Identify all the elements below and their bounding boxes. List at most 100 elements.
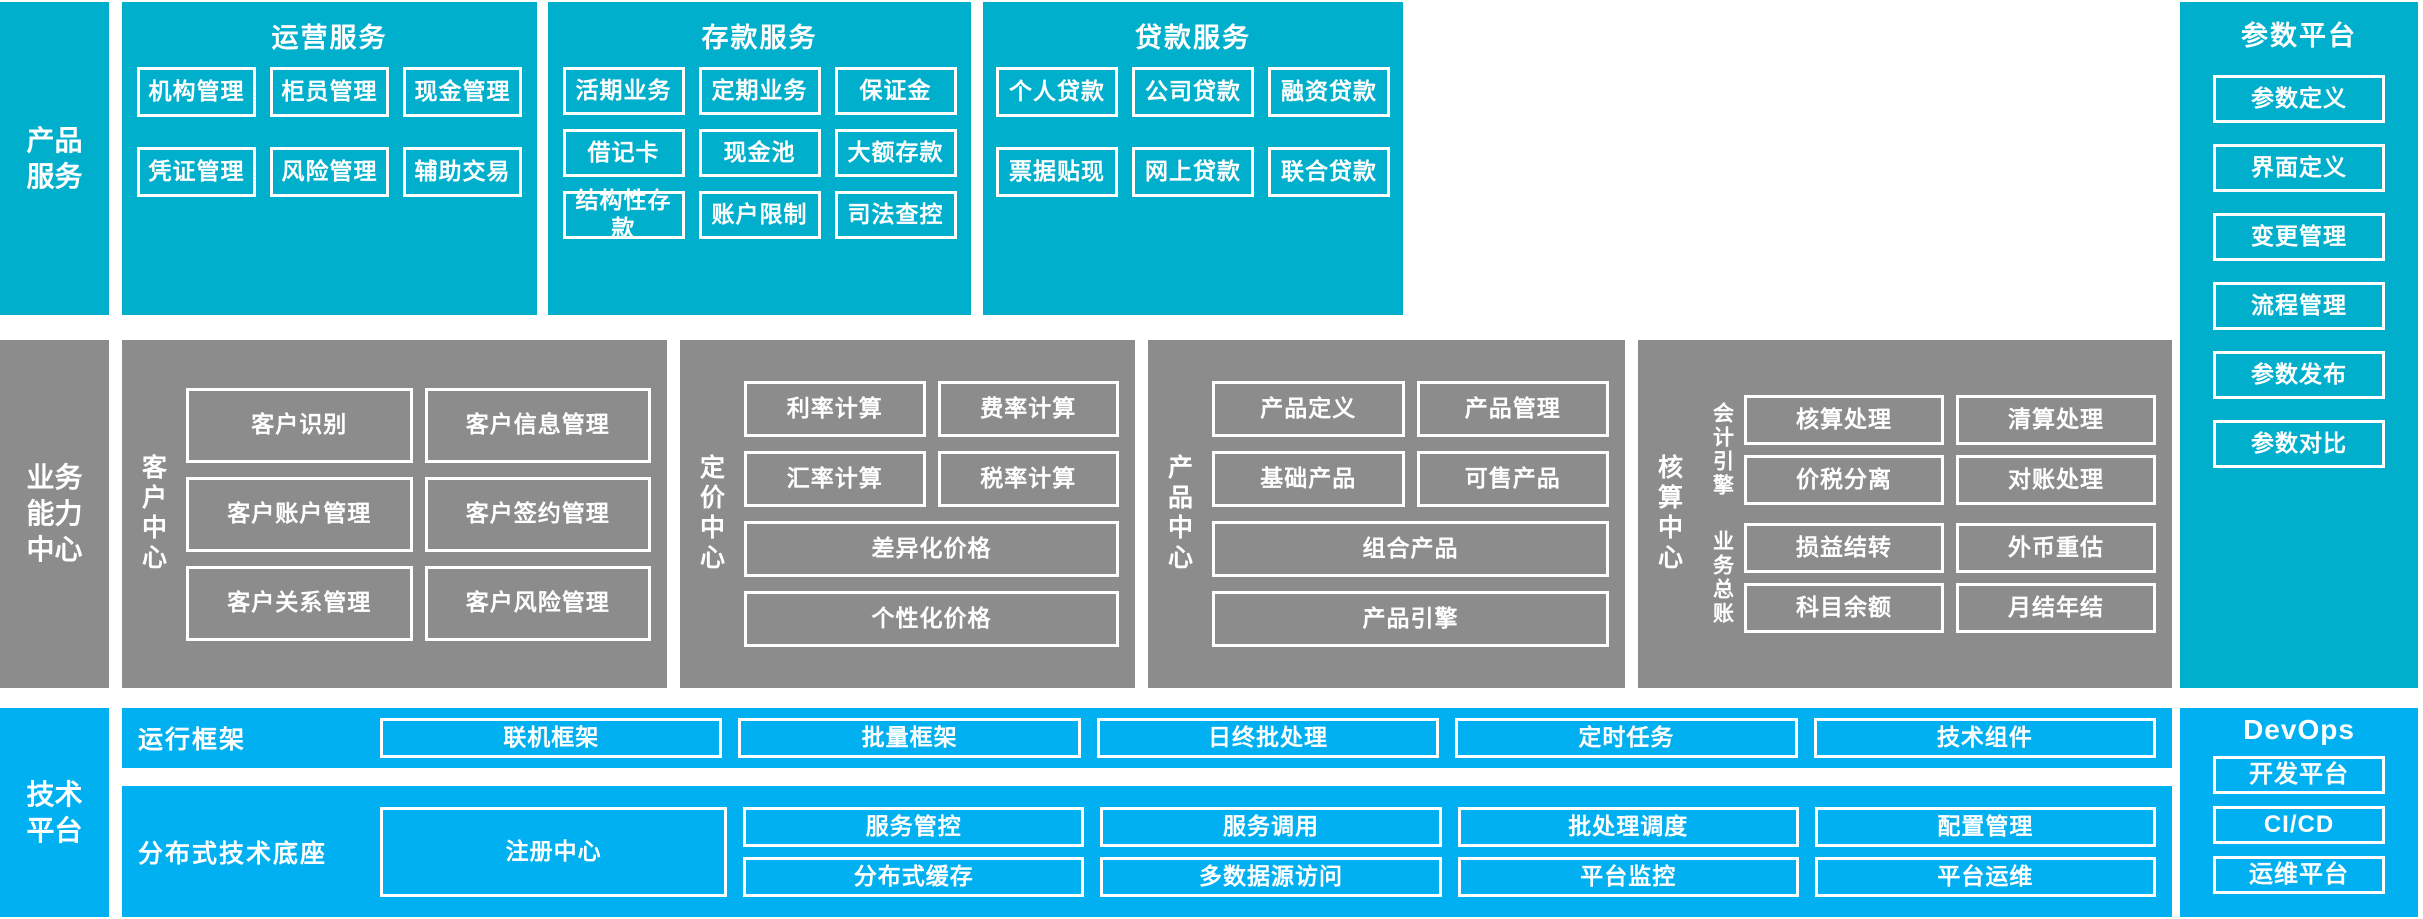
tile-column-0: 服务管控 分布式缓存 (743, 806, 1085, 897)
tile-accounting-engine-0[interactable]: 核算处理 (1744, 395, 1944, 445)
tile-operation-2[interactable]: 现金管理 (403, 67, 522, 117)
tile-grid-general-ledger: 损益结转 外币重估 科目余额 月结年结 (1744, 523, 2156, 633)
tile-base-1-1[interactable]: 多数据源访问 (1100, 856, 1442, 897)
tile-param-2[interactable]: 变更管理 (2213, 213, 2385, 261)
tile-base-1-0[interactable]: 服务调用 (1100, 806, 1442, 847)
panel-parameter-platform[interactable]: 参数平台 参数定义 界面定义 变更管理 流程管理 参数发布 参数对比 (2180, 2, 2418, 688)
tile-deposit-7[interactable]: 账户限制 (698, 191, 821, 239)
subgroup-general-ledger: 业务总账 损益结转 外币重估 科目余额 月结年结 (1700, 523, 2156, 633)
layer-label-technical-platform: 技术 平台 (0, 708, 109, 917)
tile-groups-accounting-center: 会计引擎 核算处理 清算处理 价税分离 对账处理 业务总账 损益结转 外币重估 … (1698, 340, 2172, 688)
tile-deposit-2[interactable]: 保证金 (834, 67, 957, 115)
tile-operation-4[interactable]: 风险管理 (270, 147, 389, 197)
tile-general-ledger-1[interactable]: 外币重估 (1956, 523, 2156, 573)
tile-loan-1[interactable]: 公司贷款 (1132, 67, 1254, 117)
tile-customer-1[interactable]: 客户信息管理 (424, 387, 651, 463)
tile-pricing-2[interactable]: 汇率计算 (744, 451, 926, 507)
tile-runtime-2[interactable]: 日终批处理 (1096, 718, 1440, 758)
tile-pricing-5[interactable]: 个性化价格 (744, 591, 1119, 647)
tile-runtime-1[interactable]: 批量框架 (738, 718, 1081, 758)
tile-deposit-8[interactable]: 司法查控 (834, 191, 957, 239)
tile-pricing-1[interactable]: 费率计算 (937, 381, 1119, 437)
tile-pricing-0[interactable]: 利率计算 (744, 381, 926, 437)
label-line: 能力 (26, 498, 83, 530)
strip-label-distributed-base: 分布式技术底座 (138, 839, 328, 868)
tile-loan-5[interactable]: 联合贷款 (1268, 147, 1390, 197)
tile-product-0[interactable]: 产品定义 (1212, 381, 1405, 437)
tile-customer-3[interactable]: 客户签约管理 (424, 476, 651, 552)
tile-general-ledger-0[interactable]: 损益结转 (1744, 523, 1944, 573)
business-capability-layer: 业务 能力 中心 客户中心 客户识别 客户信息管理 客户账户管理 客户签约管理 … (0, 340, 2423, 688)
tile-loan-2[interactable]: 融资贷款 (1268, 67, 1390, 117)
tile-param-5[interactable]: 参数对比 (2213, 420, 2385, 468)
tile-loan-0[interactable]: 个人贷款 (996, 67, 1118, 117)
tile-customer-2[interactable]: 客户账户管理 (186, 476, 413, 552)
tile-devops-2[interactable]: 运维平台 (2213, 856, 2385, 894)
tile-base-3-0[interactable]: 配置管理 (1814, 806, 2157, 847)
panel-accounting-center[interactable]: 核算中心 会计引擎 核算处理 清算处理 价税分离 对账处理 业务总账 损益结转 (1638, 340, 2172, 688)
tile-product-4[interactable]: 组合产品 (1212, 521, 1609, 577)
panel-devops[interactable]: DevOps 开发平台 CI/CD 运维平台 (2180, 708, 2418, 917)
panel-pricing-center[interactable]: 定价中心 利率计算 费率计算 汇率计算 税率计算 差异化价格 个性化价格 (680, 340, 1135, 688)
vertical-label-accounting-center: 核算中心 (1654, 454, 1683, 574)
panel-deposit-service[interactable]: 存款服务 活期业务 定期业务 保证金 借记卡 现金池 大额存款 结构性存款 账户… (548, 2, 971, 315)
tile-deposit-6[interactable]: 结构性存款 (562, 187, 685, 241)
strip-runtime-framework[interactable]: 运行框架 联机框架 批量框架 日终批处理 定时任务 技术组件 (122, 708, 2172, 768)
tile-deposit-5[interactable]: 大额存款 (834, 129, 957, 177)
panel-operation-service[interactable]: 运营服务 机构管理 柜员管理 现金管理 凭证管理 风险管理 辅助交易 (122, 2, 537, 315)
strip-distributed-base[interactable]: 分布式技术底座 注册中心 服务管控 分布式缓存 服务调用 多数据源访问 批处理调… (122, 786, 2172, 917)
tile-param-4[interactable]: 参数发布 (2213, 351, 2385, 399)
tile-devops-1[interactable]: CI/CD (2213, 806, 2385, 844)
tile-param-1[interactable]: 界面定义 (2213, 144, 2385, 192)
tile-registry-center[interactable]: 注册中心 (380, 806, 728, 897)
tile-runtime-3[interactable]: 定时任务 (1455, 718, 1798, 758)
tile-operation-1[interactable]: 柜员管理 (270, 67, 389, 117)
tile-product-1[interactable]: 产品管理 (1416, 381, 1609, 437)
tile-runtime-0[interactable]: 联机框架 (380, 718, 723, 758)
tile-product-5[interactable]: 产品引擎 (1212, 591, 1609, 647)
tile-customer-0[interactable]: 客户识别 (186, 387, 413, 463)
tile-deposit-3[interactable]: 借记卡 (562, 129, 685, 177)
label-line: 产品 (26, 124, 83, 156)
tile-row-distributed-base: 注册中心 服务管控 分布式缓存 服务调用 多数据源访问 批处理调度 平台监控 配… (380, 806, 2172, 897)
tile-pricing-4[interactable]: 差异化价格 (744, 521, 1119, 577)
tile-param-0[interactable]: 参数定义 (2213, 75, 2385, 123)
panel-title-loan-service: 贷款服务 (1135, 23, 1251, 53)
tile-grid-customer-center: 客户识别 客户信息管理 客户账户管理 客户签约管理 客户关系管理 客户风险管理 (182, 340, 667, 688)
tile-general-ledger-2[interactable]: 科目余额 (1744, 583, 1944, 633)
panel-product-center[interactable]: 产品中心 产品定义 产品管理 基础产品 可售产品 组合产品 产品引擎 (1148, 340, 1625, 688)
strip-label-runtime-framework: 运行框架 (138, 726, 247, 754)
tile-accounting-engine-1[interactable]: 清算处理 (1956, 395, 2156, 445)
tile-operation-0[interactable]: 机构管理 (137, 67, 256, 117)
tile-operation-3[interactable]: 凭证管理 (137, 147, 256, 197)
tile-pricing-3[interactable]: 税率计算 (937, 451, 1119, 507)
tile-devops-0[interactable]: 开发平台 (2213, 756, 2385, 794)
tile-product-2[interactable]: 基础产品 (1212, 451, 1405, 507)
tile-param-3[interactable]: 流程管理 (2213, 282, 2385, 330)
tile-customer-4[interactable]: 客户关系管理 (186, 565, 413, 641)
tile-runtime-4[interactable]: 技术组件 (1813, 718, 2157, 758)
tile-customer-5[interactable]: 客户风险管理 (424, 565, 651, 641)
label-line: 服务 (26, 160, 83, 192)
tile-deposit-4[interactable]: 现金池 (698, 129, 821, 177)
tile-operation-5[interactable]: 辅助交易 (403, 147, 522, 197)
tile-accounting-engine-2[interactable]: 价税分离 (1744, 455, 1944, 505)
tile-loan-4[interactable]: 网上贷款 (1132, 147, 1254, 197)
tile-product-3[interactable]: 可售产品 (1416, 451, 1609, 507)
tile-accounting-engine-3[interactable]: 对账处理 (1956, 455, 2156, 505)
tile-base-3-1[interactable]: 平台运维 (1814, 856, 2157, 897)
tile-loan-3[interactable]: 票据贴现 (996, 147, 1118, 197)
tile-deposit-1[interactable]: 定期业务 (698, 67, 821, 115)
layer-label-technical-platform-text: 技术 平台 (26, 777, 82, 849)
tile-base-0-1[interactable]: 分布式缓存 (743, 856, 1085, 897)
panel-loan-service[interactable]: 贷款服务 个人贷款 公司贷款 融资贷款 票据贴现 网上贷款 联合贷款 (983, 2, 1403, 315)
tile-base-0-0[interactable]: 服务管控 (743, 806, 1085, 847)
tile-general-ledger-3[interactable]: 月结年结 (1956, 583, 2156, 633)
tile-base-2-1[interactable]: 平台监控 (1457, 856, 1799, 897)
tile-column-3: 配置管理 平台运维 (1814, 806, 2157, 897)
tile-deposit-0[interactable]: 活期业务 (562, 67, 685, 115)
tile-base-2-0[interactable]: 批处理调度 (1457, 806, 1799, 847)
tile-grid-accounting-engine: 核算处理 清算处理 价税分离 对账处理 (1744, 395, 2156, 505)
panel-customer-center[interactable]: 客户中心 客户识别 客户信息管理 客户账户管理 客户签约管理 客户关系管理 客户… (122, 340, 667, 688)
